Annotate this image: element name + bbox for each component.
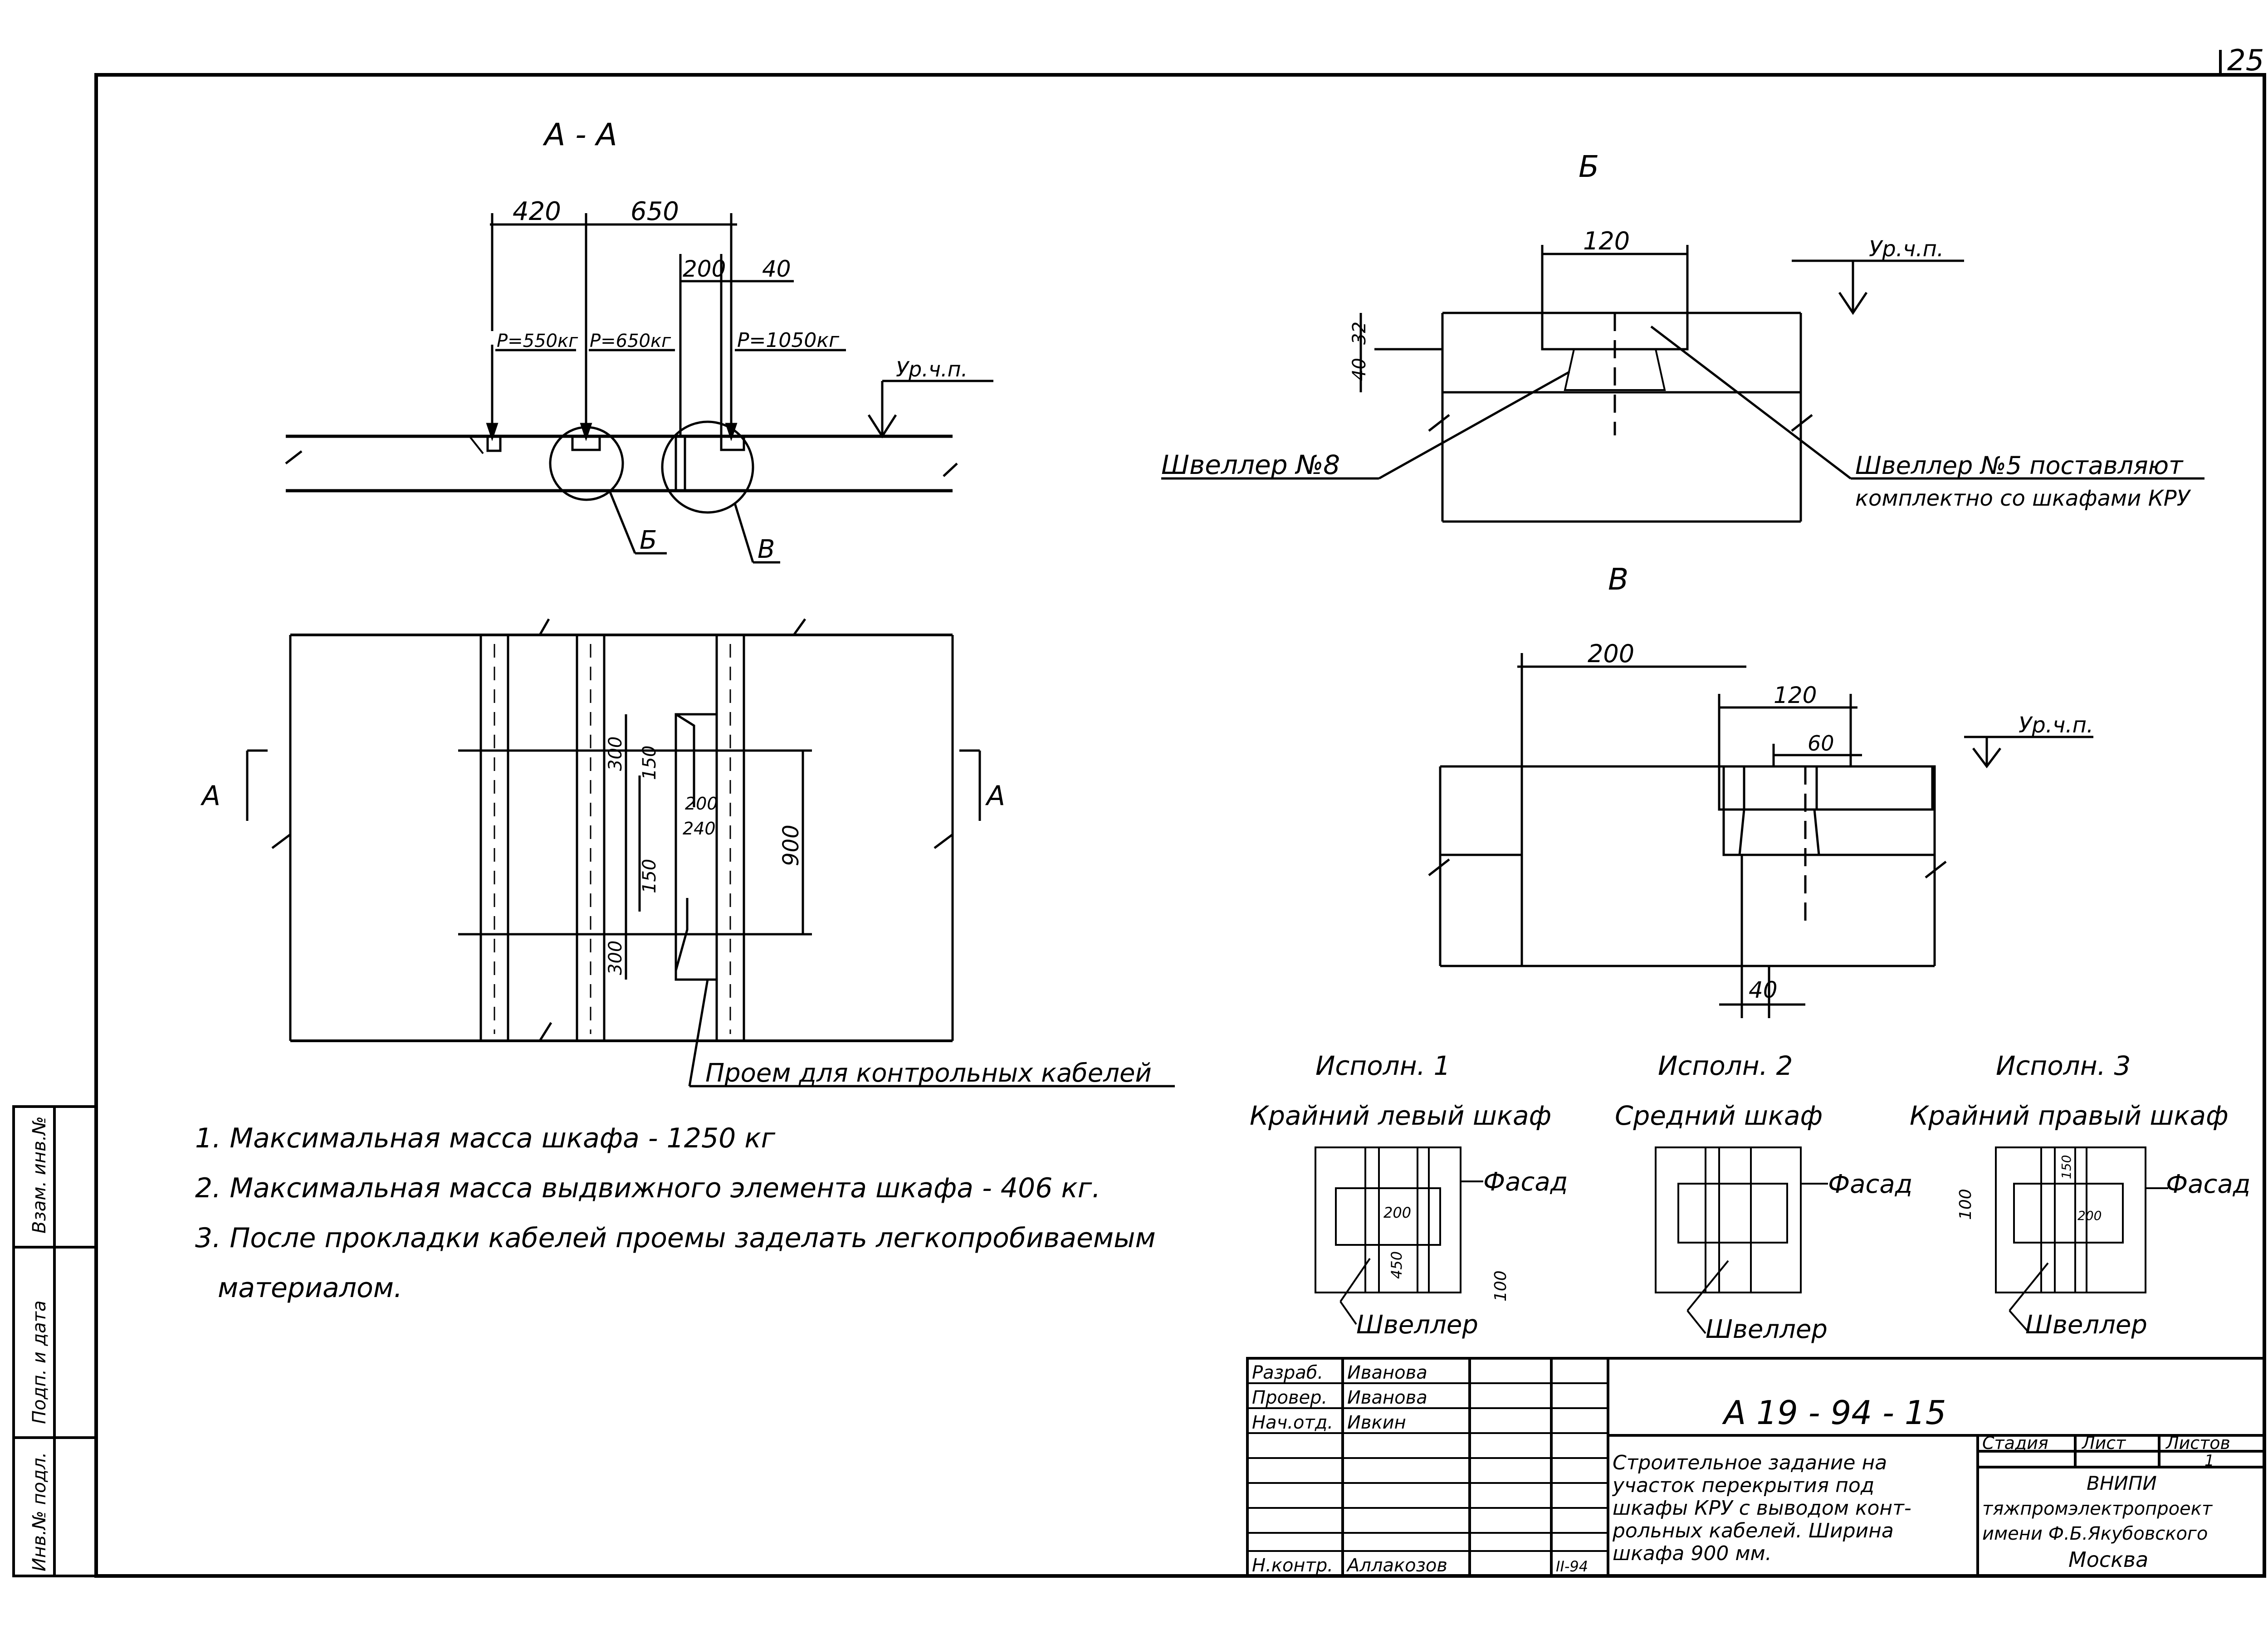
- tb-sheets-label: Листов: [2165, 1433, 2230, 1453]
- variant-2-subtitle: Средний шкаф: [1615, 1100, 1823, 1131]
- tb-org-4: Москва: [2068, 1547, 2148, 1572]
- tb-name-1: Иванова: [1347, 1362, 1427, 1383]
- aa-dim-420: 420: [513, 197, 561, 226]
- variant-1-dim-200: 200: [1383, 1204, 1411, 1221]
- tb-date-4: II-94: [1556, 1558, 1588, 1575]
- cut-mark-left: А: [200, 780, 220, 812]
- variant-3-subtitle: Крайний правый шкаф: [1910, 1100, 2229, 1131]
- variant-2-channel: Швеллер: [1706, 1315, 1828, 1344]
- aa-level-label: Ур.ч.п.: [896, 357, 968, 381]
- tb-name-2: Иванова: [1347, 1387, 1427, 1408]
- aa-dim-200: 200: [683, 256, 726, 282]
- plan-dim-150b: 150: [639, 859, 660, 893]
- note-2: 2. Максимальная масса выдвижного элемент…: [195, 1172, 1100, 1204]
- b-channel-left-label: Швеллер №8: [1161, 449, 1340, 480]
- variant-3-drawing: [1995, 1146, 2168, 1332]
- variant-2-drawing: [1655, 1146, 1828, 1334]
- variant-2-facade: Фасад: [1828, 1170, 1912, 1199]
- v-dim-200: 200: [1588, 639, 1634, 668]
- variant-1-dim-450: 450: [1388, 1251, 1405, 1279]
- section-aa-title: А - А: [543, 117, 617, 153]
- variant-1-subtitle: Крайний левый шкаф: [1250, 1100, 1551, 1131]
- aa-dim-40: 40: [762, 256, 791, 282]
- tb-desc-3: шкафы КРУ с выводом конт-: [1613, 1497, 1911, 1520]
- tb-doc-code: А 19 - 94 - 15: [1722, 1394, 1946, 1432]
- section-aa: [285, 213, 993, 564]
- tb-role-1: Разраб.: [1252, 1362, 1323, 1383]
- tb-desc-2: участок перекрытия под: [1612, 1474, 1874, 1497]
- tb-stage-label: Стадия: [1982, 1433, 2048, 1453]
- callout-b-label: Б: [640, 526, 657, 555]
- aa-load-3: P=1050кг: [737, 329, 840, 352]
- variant-3-facade: Фасад: [2166, 1170, 2250, 1199]
- variant-1-title: Исполн. 1: [1315, 1050, 1450, 1081]
- v-dim-60: 60: [1808, 731, 1834, 756]
- section-b: [1161, 245, 2204, 523]
- sheet-number: 25: [2227, 44, 2264, 78]
- callout-v-label: В: [758, 535, 775, 564]
- plan-view: [246, 618, 1175, 1088]
- variant-1-dim-100: 100: [1491, 1270, 1510, 1302]
- plan-dim-900: 900: [778, 824, 804, 866]
- tb-desc-5: шкафа 900 мм.: [1613, 1542, 1772, 1565]
- tb-sheet-label: Лист: [2081, 1433, 2126, 1453]
- aa-load-1: P=550кг: [497, 331, 578, 351]
- tb-desc-4: рольных кабелей. Ширина: [1612, 1519, 1894, 1542]
- variant-3-channel: Швеллер: [2025, 1310, 2147, 1340]
- tb-sheets-value: 1: [2204, 1452, 2214, 1470]
- tb-org-1: ВНИПИ: [2087, 1472, 2157, 1494]
- note-3-continued: материалом.: [218, 1272, 402, 1304]
- variant-1-facade: Фасад: [1483, 1167, 1568, 1197]
- section-v: [1428, 653, 2093, 1018]
- b-level-label: Ур.ч.п.: [1869, 236, 1944, 262]
- note-1: 1. Максимальная масса шкафа - 1250 кг: [195, 1122, 776, 1154]
- b-channel-right-line1: Швеллер №5 поставляют: [1855, 451, 2184, 480]
- variant-1-drawing: [1315, 1146, 1483, 1325]
- section-v-title: В: [1608, 562, 1628, 597]
- plan-dim-300b: 300: [605, 941, 626, 975]
- cable-opening-label: Проем для контрольных кабелей: [705, 1058, 1152, 1088]
- b-dim-40: 40: [1349, 358, 1370, 381]
- aa-load-2: P=650кг: [590, 331, 671, 351]
- v-dim-40: 40: [1749, 977, 1778, 1003]
- cut-mark-right: А: [985, 780, 1005, 812]
- tb-role-2: Провер.: [1252, 1387, 1327, 1408]
- tb-name-3: Ивкин: [1347, 1412, 1406, 1433]
- variant-3-dim-200: 200: [2077, 1208, 2102, 1223]
- plan-dim-200: 200: [685, 794, 718, 814]
- variant-3-title: Исполн. 3: [1996, 1050, 2131, 1081]
- plan-dim-150a: 150: [639, 746, 660, 780]
- tb-name-4: Аллакозов: [1346, 1555, 1447, 1576]
- section-b-title: Б: [1579, 149, 1599, 184]
- tb-role-3: Нач.отд.: [1252, 1412, 1333, 1433]
- callout-v-circle: [661, 420, 754, 514]
- side-stamp: [12, 1105, 98, 1577]
- plan-dim-240: 240: [683, 819, 716, 839]
- b-channel-right-line2: комплектно со шкафами КРУ: [1855, 486, 2191, 511]
- side-stamp-label-2: Подп. и дата: [29, 1301, 50, 1424]
- cable-opening: [675, 713, 718, 981]
- tb-org-2: тяжпромэлектропроект: [1982, 1498, 2213, 1519]
- side-stamp-label-3: Инв.№ подл.: [29, 1452, 50, 1571]
- variant-3-dim-100: 100: [1956, 1189, 1975, 1220]
- v-dim-120: 120: [1774, 682, 1817, 708]
- tb-role-4: Н.контр.: [1252, 1555, 1333, 1576]
- aa-dim-650: 650: [631, 197, 679, 226]
- v-level-label: Ур.ч.п.: [2019, 712, 2093, 738]
- b-dim-32: 32: [1349, 322, 1370, 345]
- variant-2-title: Исполн. 2: [1658, 1050, 1793, 1081]
- side-stamp-label-1: Взам. инв.№: [29, 1116, 50, 1234]
- plan-dim-300a: 300: [605, 737, 626, 771]
- note-3: 3. После прокладки кабелей проемы задела…: [195, 1222, 1156, 1254]
- title-block: [1246, 1357, 2266, 1577]
- tb-desc-1: Строительное задание на: [1613, 1451, 1887, 1474]
- b-dim-120: 120: [1583, 227, 1630, 255]
- variant-3-dim-150: 150: [2059, 1155, 2074, 1179]
- variant-1-channel: Швеллер: [1356, 1310, 1478, 1340]
- drawing-frame: [94, 73, 2266, 1578]
- tb-org-3: имени Ф.Б.Якубовского: [1982, 1523, 2208, 1544]
